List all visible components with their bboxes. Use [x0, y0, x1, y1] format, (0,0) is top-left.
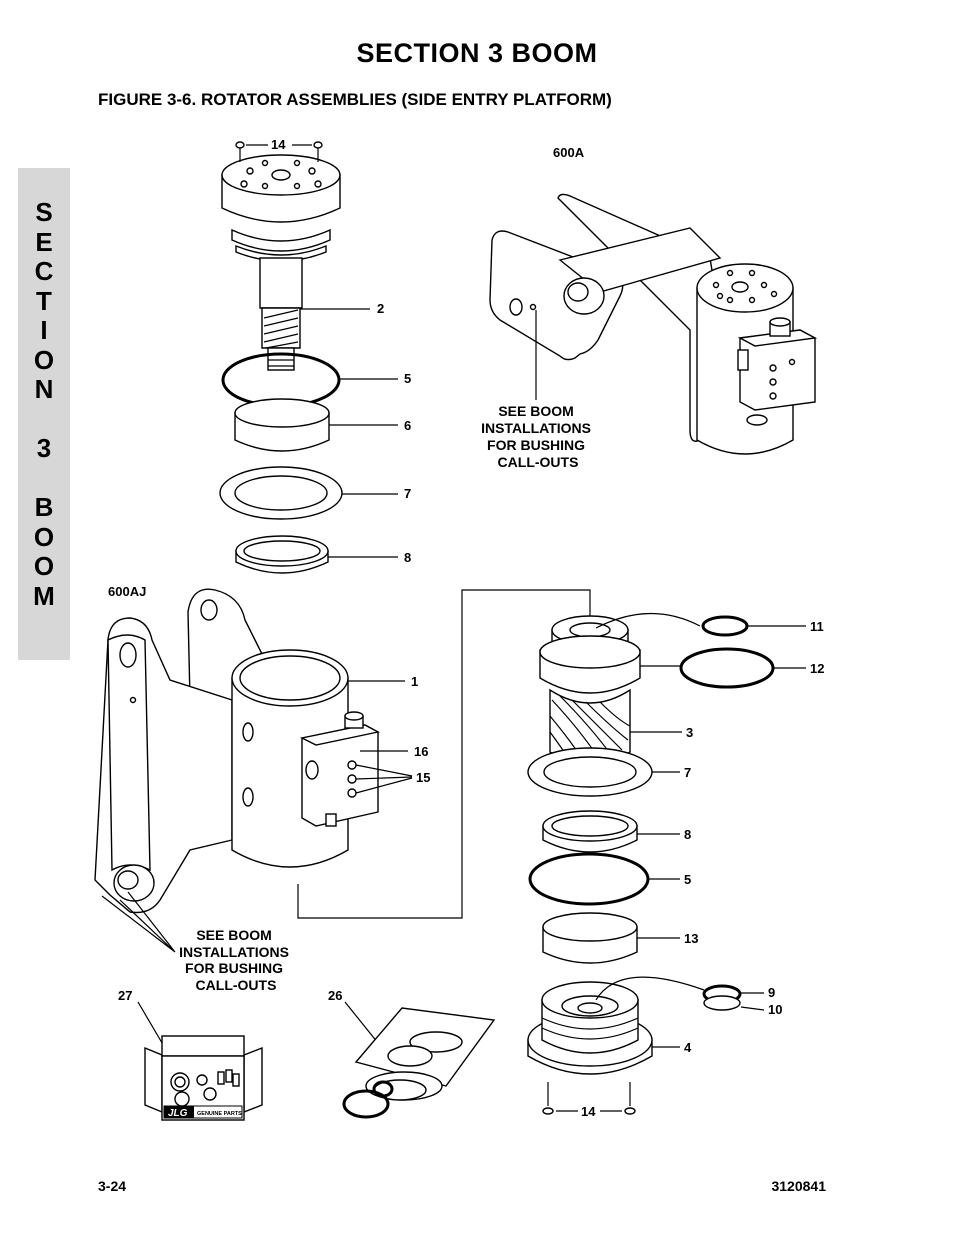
callout-14-low: 14	[581, 1104, 596, 1119]
seal-kit-bag-26	[342, 1007, 496, 1119]
rotator-housing-upper	[539, 615, 641, 767]
side-tab-letter: B	[34, 492, 54, 522]
callout-5-low: 5	[684, 872, 691, 887]
callout-5-top: 5	[404, 371, 411, 386]
o-ring-5-low	[528, 852, 650, 906]
document-number: 3120841	[771, 1178, 826, 1194]
callout-7-top: 7	[404, 486, 411, 501]
callout-10: 10	[768, 1002, 782, 1017]
platform-support-600a	[489, 193, 818, 455]
note-leader-lower	[101, 891, 176, 953]
callout-8-top: 8	[404, 550, 411, 565]
bearing-13	[542, 912, 638, 964]
side-tab-letter: O	[33, 344, 55, 375]
callout-12: 12	[810, 661, 824, 676]
bolt-14-low-right	[624, 1082, 636, 1115]
washer-7-top	[219, 466, 343, 520]
callout-9: 9	[768, 985, 775, 1000]
callout-11: 11	[810, 619, 824, 634]
section-title: SECTION 3 BOOM	[356, 38, 598, 68]
model-600a-label: 600A	[553, 145, 585, 160]
side-tab-letter: T	[36, 285, 52, 316]
washer-7-low	[527, 747, 653, 797]
bolt-14-top-left	[235, 141, 245, 162]
rotator-top-cap	[221, 154, 341, 262]
side-tab-letter: N	[34, 374, 54, 404]
seal-kit-box-27: JLG GENUINE PARTS	[144, 1035, 263, 1121]
callout-6: 6	[404, 418, 411, 433]
bolt-14-top-right	[313, 141, 323, 162]
note-bushing-lower: SEE BOOM INSTALLATIONS FOR BUSHING CALL-…	[179, 927, 293, 993]
seal-8-low	[542, 810, 638, 853]
callout-8-low: 8	[684, 827, 691, 842]
side-tab-letter: 3	[36, 433, 52, 463]
side-tab-letter: C	[34, 256, 54, 286]
rotator-housing-lower	[527, 981, 653, 1075]
callout-2: 2	[377, 301, 384, 316]
callout-4: 4	[684, 1040, 692, 1055]
bearing-6	[234, 398, 330, 452]
callout-15: 15	[416, 770, 430, 785]
seal-8-top	[235, 535, 329, 574]
side-tab-letter: O	[33, 521, 55, 552]
callout-13: 13	[684, 931, 698, 946]
side-tab-letter: O	[33, 551, 55, 581]
callout-1: 1	[411, 674, 418, 689]
o-ring-12	[679, 647, 775, 689]
figure-title: FIGURE 3-6. ROTATOR ASSEMBLIES (SIDE ENT…	[98, 90, 612, 109]
side-tab-letter: S	[35, 197, 53, 227]
kit-tag: GENUINE PARTS	[197, 1111, 242, 1117]
callout-7-low: 7	[684, 765, 691, 780]
callout-16: 16	[414, 744, 428, 759]
callout-26: 26	[328, 988, 342, 1003]
note-bushing-upper: SEE BOOM INSTALLATIONS FOR BUSHING CALL-…	[481, 403, 595, 470]
platform-support-600aj	[94, 588, 381, 914]
callout-14-top: 14	[271, 137, 286, 152]
bolt-14-low-left	[542, 1082, 554, 1115]
assembly-link-line	[297, 589, 591, 919]
side-tab-letter: M	[33, 580, 55, 611]
ring-10	[703, 995, 741, 1011]
kit-brand-logo: JLG	[168, 1108, 188, 1119]
side-tab-letter: I	[40, 315, 48, 345]
callout-3: 3	[686, 725, 693, 740]
seal-11	[701, 615, 749, 637]
callout-27: 27	[118, 988, 132, 1003]
model-600aj-label: 600AJ	[108, 584, 146, 599]
page-number: 3-24	[98, 1178, 127, 1194]
side-tab-letter: E	[35, 226, 53, 257]
